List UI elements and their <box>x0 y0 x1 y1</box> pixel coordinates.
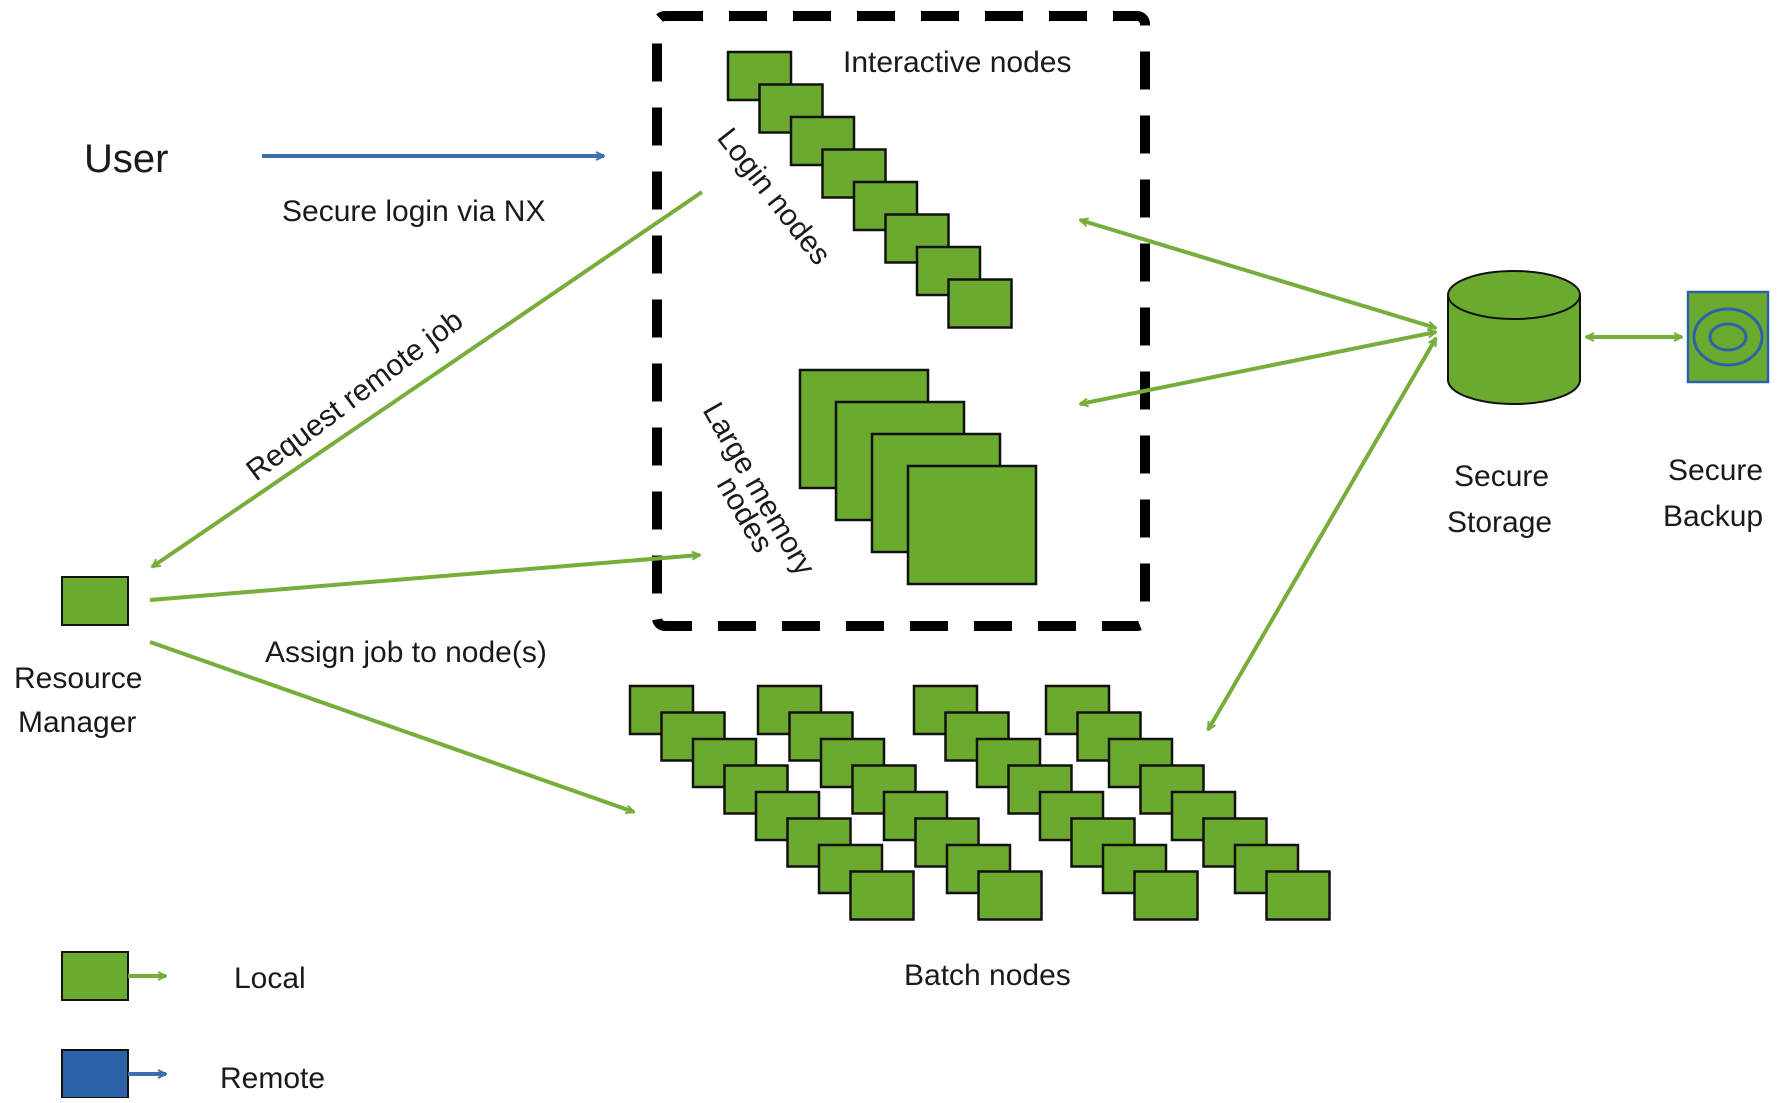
legend-local-swatch <box>61 951 129 1001</box>
legend-local-label: Local <box>234 962 306 995</box>
secure-backup-disk-icon <box>1686 290 1770 384</box>
secure-storage-cylinder-icon <box>1447 270 1581 405</box>
secure-storage-label-line2: Storage <box>1447 506 1552 539</box>
secure-login-label: Secure login via NX <box>282 195 545 228</box>
storage-login-arrow <box>1080 220 1436 328</box>
storage-batch-arrow <box>1206 338 1438 730</box>
storage-large-memory-arrow <box>1080 332 1436 404</box>
interactive-nodes-label: Interactive nodes <box>843 46 1071 79</box>
assign-job-label: Assign job to node(s) <box>265 636 547 669</box>
large-memory-node <box>906 464 1038 586</box>
login-node <box>947 278 1013 329</box>
assign-to-batch-arrow <box>149 640 634 812</box>
assign-to-large-memory-arrow <box>149 555 700 602</box>
resource-manager-node <box>61 576 129 626</box>
batch-node <box>849 870 915 921</box>
secure-backup-label-line2: Backup <box>1663 500 1763 533</box>
user-label: User <box>84 137 168 181</box>
batch-nodes-label: Batch nodes <box>904 959 1071 992</box>
batch-node-grid <box>628 684 1331 921</box>
secure-storage-label-line1: Secure <box>1454 460 1549 493</box>
resource-manager-label-line1: Resource <box>14 662 142 695</box>
large-memory-node-stack <box>798 368 1038 586</box>
batch-node <box>1265 870 1331 921</box>
legend-remote-swatch <box>61 1049 129 1099</box>
resource-manager-label-line2: Manager <box>18 706 136 739</box>
legend-remote-label: Remote <box>220 1062 325 1095</box>
request-remote-job-label: Request remote job <box>240 304 469 488</box>
secure-backup-label-line1: Secure <box>1668 454 1763 487</box>
login-node-stack <box>726 50 1013 329</box>
request-remote-job-arrow <box>152 190 704 569</box>
batch-node <box>977 870 1043 921</box>
batch-node <box>1133 870 1199 921</box>
legend: Local Remote <box>61 951 325 1099</box>
